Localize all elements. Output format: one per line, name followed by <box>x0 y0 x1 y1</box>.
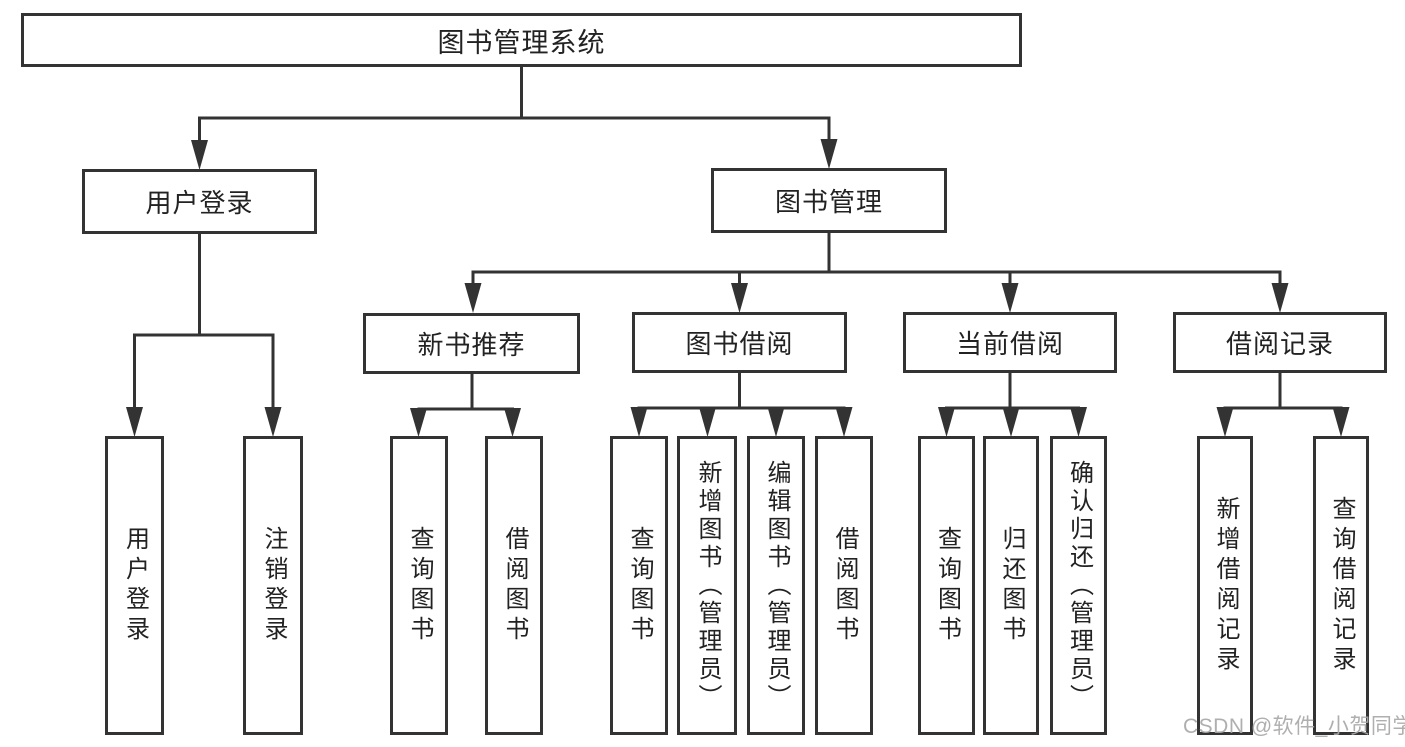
leaf-borrow-books-borrowing: 借阅图书 <box>815 436 873 735</box>
connector-user-login-to-leaves <box>126 233 282 437</box>
leaf-add-borrow-record: 新增借阅记录 <box>1197 436 1253 735</box>
connector-current-borrowing-to-leaves <box>938 372 1087 437</box>
node-root: 图书管理系统 <box>21 13 1022 67</box>
leaf-query-books-recommend: 查询图书 <box>390 436 448 735</box>
node-borrowing-records-label: 借阅记录 <box>1225 329 1334 359</box>
connector-book-borrowing-to-leaves <box>630 372 853 437</box>
leaf-query-books-current: 查询图书 <box>918 436 975 735</box>
connector-book-management-to-level3 <box>464 232 1289 313</box>
leaf-add-books-admin-label: 新增图书（管理员） <box>694 459 721 712</box>
leaf-query-borrow-record: 查询借阅记录 <box>1313 436 1369 735</box>
leaf-edit-books-admin: 编辑图书（管理员） <box>747 436 805 735</box>
node-book-borrowing: 图书借阅 <box>632 312 847 373</box>
connector-borrowing-records-to-leaves <box>1216 372 1350 437</box>
node-book-management-label: 图书管理 <box>774 187 883 217</box>
node-book-borrowing-label: 图书借阅 <box>685 329 794 359</box>
leaf-query-books-borrowing-label: 查询图书 <box>626 525 653 646</box>
leaf-query-books-recommend-label: 查询图书 <box>406 525 433 646</box>
leaf-borrow-books-borrowing-label: 借阅图书 <box>831 525 858 646</box>
leaf-query-books-borrowing: 查询图书 <box>610 436 668 735</box>
leaf-confirm-return-admin-label: 确认归还（管理员） <box>1065 459 1093 712</box>
leaf-user-login: 用户登录 <box>105 436 164 735</box>
connector-new-book-recommend-to-leaves <box>410 372 521 437</box>
leaf-user-login-label: 用户登录 <box>121 525 149 646</box>
leaf-logout-label: 注销登录 <box>260 525 287 646</box>
leaf-borrow-books-recommend: 借阅图书 <box>485 436 543 735</box>
leaf-add-borrow-record-label: 新增借阅记录 <box>1212 495 1239 676</box>
leaf-query-books-current-label: 查询图书 <box>933 525 961 646</box>
leaf-add-books-admin: 新增图书（管理员） <box>677 436 737 735</box>
leaf-edit-books-admin-label: 编辑图书（管理员） <box>763 459 790 712</box>
leaf-query-borrow-record-label: 查询借阅记录 <box>1328 495 1355 676</box>
node-current-borrowing-label: 当前借阅 <box>955 329 1064 359</box>
leaf-return-books-label: 归还图书 <box>998 525 1025 646</box>
node-book-management: 图书管理 <box>711 168 947 233</box>
node-borrowing-records: 借阅记录 <box>1173 312 1387 373</box>
watermark: CSDN @软件_小贺同学 <box>1183 715 1405 738</box>
node-new-book-recommend-label: 新书推荐 <box>417 330 526 360</box>
node-new-book-recommend: 新书推荐 <box>363 313 580 374</box>
leaf-confirm-return-admin: 确认归还（管理员） <box>1050 436 1107 735</box>
leaf-return-books: 归还图书 <box>983 436 1039 735</box>
connector-root-to-level2 <box>191 66 838 170</box>
leaf-borrow-books-recommend-label: 借阅图书 <box>501 525 528 646</box>
node-root-label: 图书管理系统 <box>437 27 606 58</box>
node-user-login: 用户登录 <box>82 169 317 234</box>
node-user-login-label: 用户登录 <box>145 188 254 218</box>
leaf-logout: 注销登录 <box>243 436 303 735</box>
node-current-borrowing: 当前借阅 <box>903 312 1117 373</box>
